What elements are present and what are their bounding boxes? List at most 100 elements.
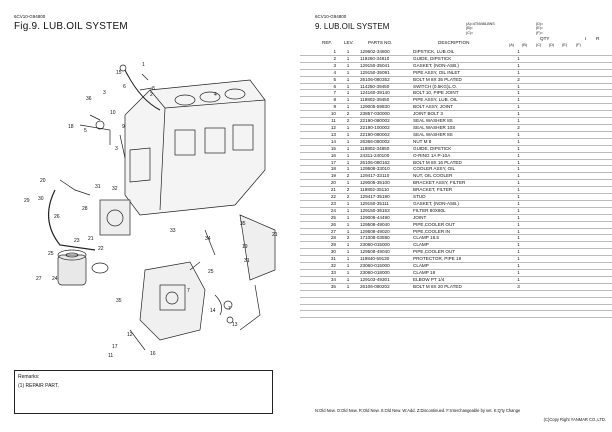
qty-e-cell [571,221,586,228]
description-cell: SEAL WASHER 8S [413,131,453,137]
i-cell [601,180,612,187]
qty-c-cell [541,69,556,76]
qty-f-cell [586,97,601,104]
qty-a-cell: 1 [517,270,520,275]
qty-a-cell: 1 [517,249,520,255]
i-cell [601,138,612,145]
i-cell [601,166,612,173]
qty-d-cell [556,152,571,159]
qty-f-cell [586,124,601,131]
part-no-cell: 24311-240100 [360,152,390,158]
lev-cell: 2 [346,194,350,200]
qty-a-cell: 3 [517,283,520,289]
svg-text:31: 31 [95,184,101,190]
qty-e-cell [571,118,586,125]
qty-b-cell [526,200,541,207]
qty-e-cell [571,145,586,152]
svg-text:30: 30 [38,196,44,202]
empty-cell [300,290,612,297]
svg-text:34: 34 [205,236,211,242]
remarks-box: Remarks: (1) REPAIR PART. [14,370,273,414]
qty-c-cell [541,242,556,249]
i-cell [601,90,612,97]
svg-text:16: 16 [150,351,156,357]
i-cell [601,200,612,207]
qty-e-cell [571,235,586,242]
qty-b-cell [526,145,541,152]
exploded-parts-diagram: 1 2 15 10 3 6 8 4 36 5 9 18 3 20 30 29 2… [24,62,278,359]
ref-cell: 2 [333,55,336,61]
qty-a-cell: 1 [517,228,520,234]
part-no-cell: 23060-018000 [360,270,390,275]
model-marks-2: (D)= (E)= (F)= [536,22,544,35]
qty-b-cell [526,62,541,69]
qty-b-cell [526,166,541,173]
qty-f-cell [586,131,601,138]
lev-cell: 1 [346,242,350,248]
svg-text:3: 3 [103,90,106,96]
qty-f-cell [586,270,601,277]
qty-c-cell [541,256,556,263]
description-cell: BOLT M 8X 35 PLATED [413,76,462,82]
part-no-cell: 22190-100002 [360,124,390,130]
i-cell [601,173,612,180]
ref-cell: 25 [330,214,336,220]
description-cell: BRACKET ASSY, FILTER [413,180,466,186]
qty-d-cell [556,270,571,277]
qty-e-cell [571,83,586,90]
qty-b-cell [526,131,541,138]
ref-cell: 27 [330,228,336,234]
model-marks: (A)=4TNV88-BNS (B)= (C)= [466,22,495,35]
qty-f-cell [586,242,601,249]
qty-f-cell [586,194,601,201]
qty-f-cell [586,187,601,194]
qty-a-cell: 1 [517,90,520,96]
part-no-cell: 129006-44490 [360,214,390,220]
ref-cell: 4 [333,69,336,75]
qty-c-cell [541,235,556,242]
qty-a-cell: 1 [517,200,520,206]
part-no-cell: 129417-35190 [360,194,390,200]
part-no-cell: 129508-49040 [360,249,390,255]
qty-f-cell [586,214,601,221]
qty-e-cell [571,97,586,104]
qty-e-cell [571,166,586,173]
qty-f-cell [586,228,601,235]
qty-c-cell [541,97,556,104]
svg-text:23: 23 [74,238,80,244]
qty-a-cell: 1 [517,69,520,75]
description-cell: STUD [413,194,426,200]
svg-text:4: 4 [214,92,217,98]
qty-b-cell [526,159,541,166]
i-cell [601,111,612,118]
qty-c-cell [541,200,556,207]
ref-cell: 28 [330,235,336,241]
part-no-cell: 26366-080002 [360,138,390,144]
i-cell [601,242,612,249]
i-cell [601,228,612,235]
svg-text:18: 18 [68,124,74,130]
svg-text:31: 31 [244,258,250,264]
qty-a-cell: 1 [517,214,520,220]
qty-c-cell [541,124,556,131]
i-cell [601,214,612,221]
lev-cell: 1 [346,276,350,282]
lev-cell: 1 [346,76,350,82]
qty-b-cell [526,242,541,249]
qty-c-cell [541,166,556,173]
qty-e-cell [571,214,586,221]
qty-b-cell [526,263,541,270]
ref-cell: 16 [330,152,336,158]
svg-text:19: 19 [242,244,248,250]
header-ref: REF. [322,40,332,45]
qty-d-cell [556,111,571,118]
ref-cell: 29 [330,242,336,248]
qty-a-cell: 1 [517,207,520,213]
part-no-cell: 114250-39450 [360,83,390,89]
qty-b-cell [526,97,541,104]
